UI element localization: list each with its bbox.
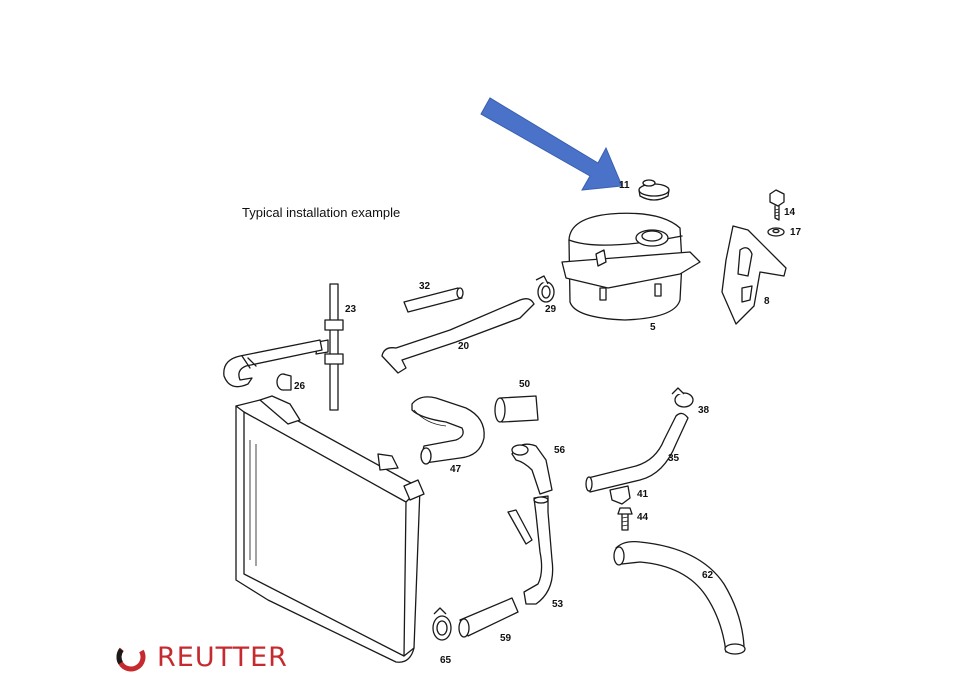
part-44-screw	[617, 507, 633, 531]
part-50-sleeve	[494, 395, 539, 423]
part-label-14: 14	[784, 207, 796, 218]
part-label-32: 32	[419, 281, 431, 292]
part-26-fitting	[276, 373, 292, 391]
part-38-clamp	[671, 387, 694, 408]
part-label-53: 53	[552, 599, 564, 610]
reutter-logo-icon	[116, 642, 146, 672]
part-label-20: 20	[458, 341, 470, 352]
part-32-hose	[403, 287, 464, 313]
part-62-hose	[613, 540, 746, 655]
radiator	[235, 395, 425, 663]
part-53-hose	[507, 495, 554, 605]
part-label-29: 29	[545, 304, 557, 315]
part-35-hose	[585, 412, 689, 493]
part-label-59: 59	[500, 633, 512, 644]
part-14-bolt	[769, 189, 785, 221]
part-5-tank	[561, 212, 701, 321]
part-label-62: 62	[702, 570, 714, 581]
part-labels: 11 14 17 8 5 32 29 23 20 26 50 38 56 35 …	[294, 180, 802, 666]
part-label-17: 17	[790, 227, 802, 238]
left-hose	[223, 339, 323, 388]
part-20-hose	[381, 298, 535, 374]
part-label-5: 5	[650, 322, 656, 333]
part-label-8: 8	[764, 296, 770, 307]
brand-logo: REUTTER	[113, 637, 288, 677]
part-label-44: 44	[637, 512, 649, 523]
highlight-arrow	[480, 97, 623, 191]
part-11-cap	[638, 179, 670, 201]
part-label-35: 35	[668, 453, 680, 464]
part-label-23: 23	[345, 304, 357, 315]
brand-name: REUTTER	[157, 641, 288, 673]
part-56-elbow	[511, 443, 553, 495]
part-41-clip	[609, 485, 631, 505]
part-label-56: 56	[554, 445, 566, 456]
part-label-26: 26	[294, 381, 306, 392]
part-59-hose	[458, 597, 519, 638]
part-label-47: 47	[450, 464, 462, 475]
part-65-clamp	[432, 607, 452, 641]
part-label-41: 41	[637, 489, 649, 500]
installation-caption: Typical installation example	[242, 205, 401, 220]
part-17-washer	[767, 227, 785, 237]
part-label-65: 65	[440, 655, 452, 666]
part-label-11: 11	[619, 180, 630, 191]
part-47-hose	[411, 396, 485, 465]
part-label-50: 50	[519, 379, 531, 390]
part-8-bracket	[721, 225, 787, 325]
part-29-clamp	[535, 275, 555, 303]
part-label-38: 38	[698, 405, 710, 416]
